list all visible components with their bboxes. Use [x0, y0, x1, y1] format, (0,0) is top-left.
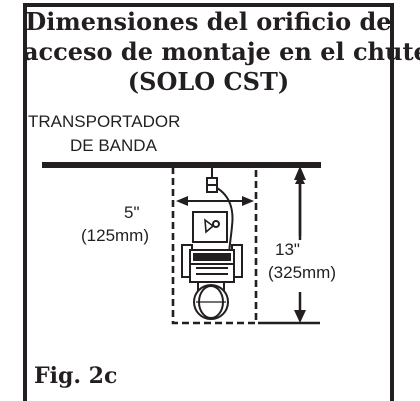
title-line-1: Dimensiones del orificio de — [25, 7, 392, 36]
width-dimension-label: 5" — [124, 203, 140, 222]
height-dimension-label: 13" — [275, 240, 300, 259]
height-arrow-up-head — [294, 166, 306, 180]
width-arrow-left-head — [176, 196, 188, 206]
dashed-access-opening — [171, 163, 258, 325]
roller-assembly-icon — [181, 244, 243, 320]
width-arrow-right-head — [242, 196, 254, 206]
figure-frame — [23, 3, 394, 401]
conveyor-belt-line — [42, 162, 321, 168]
width-dimension-metric-label: (125mm) — [81, 226, 150, 245]
mounting-bracket-icon — [192, 168, 234, 257]
title-line-2: acceso de montaje en el chute — [23, 37, 420, 66]
conveyor-label-line-1: TRANSPORTADOR — [28, 112, 181, 131]
height-dimension-metric-label: (325mm) — [268, 263, 337, 282]
figure-label: Fig. 2c — [34, 363, 118, 389]
height-arrow-down-head — [294, 310, 306, 323]
conveyor-label-line-2: DE BANDA — [70, 136, 157, 155]
title-line-3: (SOLO CST) — [127, 67, 290, 96]
